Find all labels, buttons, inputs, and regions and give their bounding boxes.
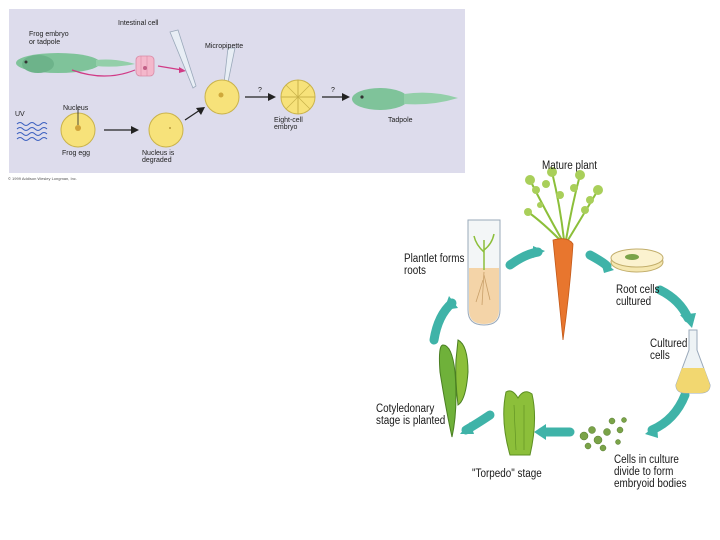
label-embryoid-bodies: embryoid bodies [614, 478, 687, 490]
flask-cultured-cells [675, 329, 711, 394]
label-uv: UV [15, 111, 25, 118]
extraction-arrow [71, 69, 136, 77]
label-question-1: ? [258, 87, 262, 94]
label-frog-embryo: Frog embryo [29, 31, 69, 38]
label-micropipette: Micropipette [205, 43, 244, 50]
torpedo-stage-embryo [503, 390, 536, 456]
label-cells-in-culture: Cells in culture [614, 454, 679, 466]
cotyledonary-stage-seedling [438, 339, 469, 438]
label-plantlet-forms: Plantlet forms [404, 253, 465, 265]
label-mature-plant: Mature plant [542, 160, 597, 172]
eight-cell-embryo-image [280, 79, 316, 115]
label-intestinal-cell: Intestinal cell [118, 20, 159, 27]
transfer-arrow [157, 65, 183, 71]
label-tadpole: Tadpole [388, 117, 413, 124]
micropipette-1 [169, 29, 197, 89]
label-or-tadpole: or tadpole [29, 39, 61, 46]
mature-carrot-plant [524, 167, 603, 341]
label-degraded: degraded [142, 157, 172, 164]
degraded-egg-image [148, 112, 184, 148]
embryoid-bodies [579, 417, 627, 452]
arrow-to-transfer [184, 109, 201, 121]
label-cells: cells [650, 350, 670, 362]
copyright-credit: © 1999 Addison Wesley Longman, Inc. [8, 176, 77, 181]
label-embryo: embryo [274, 124, 298, 131]
tadpole-image [352, 88, 458, 110]
test-tube-plantlet [467, 219, 501, 326]
intestinal-cell-image [135, 55, 155, 77]
label-roots: roots [404, 265, 426, 277]
label-nucleus-is: Nucleus is [142, 150, 175, 157]
label-eight-cell: Eight-cell [274, 117, 303, 124]
label-cultured: cultured [616, 296, 652, 308]
frog-embryo-image [16, 53, 135, 73]
petri-dish-root-cells [610, 248, 664, 273]
label-cotyledonary: Cotyledonary [376, 403, 435, 415]
label-cultured-2: Cultured [650, 338, 688, 350]
label-frog-egg: Frog egg [62, 150, 91, 157]
label-torpedo-stage: "Torpedo" stage [472, 468, 542, 480]
label-root-cells: Root cells [616, 284, 660, 296]
label-nucleus: Nucleus [63, 105, 89, 112]
label-question-2: ? [331, 87, 335, 94]
label-divide-to-form: divide to form [614, 466, 674, 478]
label-stage-is-planted: stage is planted [376, 415, 446, 427]
uv-waves [16, 122, 48, 141]
cycle-arrowheads [444, 246, 696, 440]
